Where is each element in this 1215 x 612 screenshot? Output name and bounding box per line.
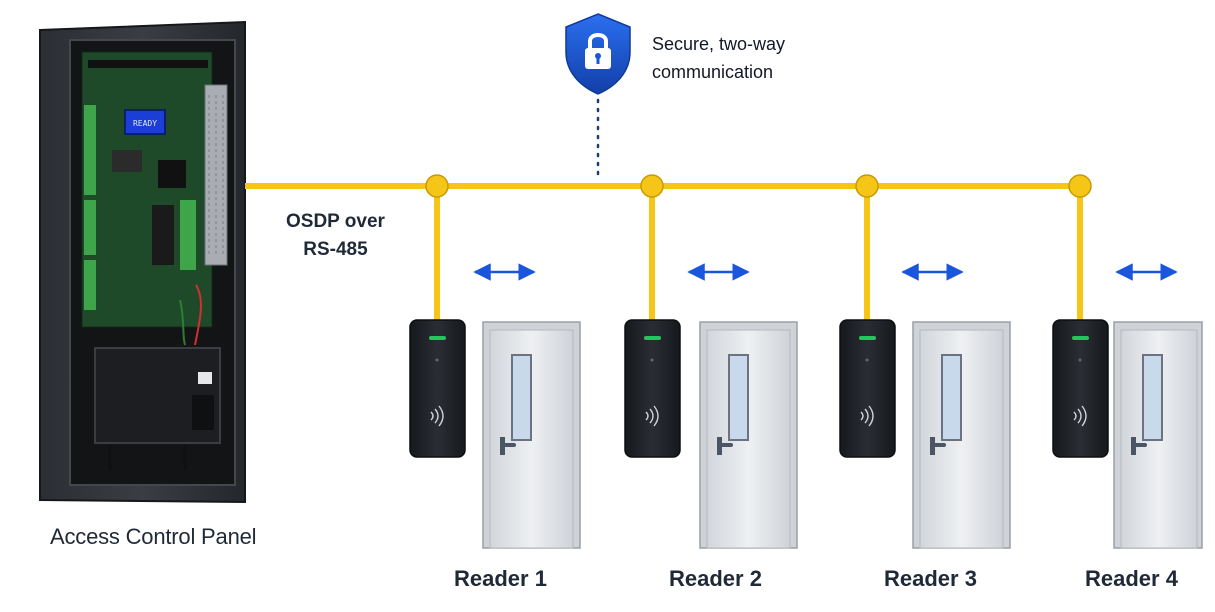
reader-label-4: Reader 4 bbox=[1085, 566, 1178, 591]
rs485-bus bbox=[245, 174, 1092, 325]
door-handle bbox=[500, 443, 516, 447]
contactless-icon bbox=[645, 405, 659, 427]
card-reader-2 bbox=[624, 319, 681, 458]
access-control-panel: READY bbox=[39, 20, 246, 504]
reader-label-2: Reader 2 bbox=[669, 566, 762, 591]
door-handle bbox=[930, 443, 946, 447]
panel-lcd-text: READY bbox=[133, 119, 157, 128]
door-1 bbox=[482, 321, 581, 549]
panel-label: Access Control Panel bbox=[50, 524, 257, 549]
security-caption-line2: communication bbox=[652, 62, 774, 82]
led-indicator bbox=[859, 336, 876, 340]
lock-shield-icon bbox=[565, 13, 631, 95]
door-2 bbox=[699, 321, 798, 549]
bus-protocol-line1: OSDP over bbox=[286, 211, 385, 232]
door-window bbox=[728, 354, 749, 441]
reader-label-1: Reader 1 bbox=[454, 566, 547, 591]
led-indicator bbox=[1072, 336, 1089, 340]
card-reader-4 bbox=[1052, 319, 1109, 458]
door-handle bbox=[717, 443, 733, 447]
reader-label-3: Reader 3 bbox=[884, 566, 977, 591]
contactless-icon bbox=[430, 405, 444, 427]
door-window bbox=[941, 354, 962, 441]
bus-node-1 bbox=[425, 174, 449, 198]
card-reader-3 bbox=[839, 319, 896, 458]
door-3 bbox=[912, 321, 1011, 549]
led-indicator bbox=[429, 336, 446, 340]
bus-node-3 bbox=[855, 174, 879, 198]
bus-node-2 bbox=[640, 174, 664, 198]
card-reader-1 bbox=[409, 319, 466, 458]
contactless-icon bbox=[860, 405, 874, 427]
bus-protocol-line2: RS-485 bbox=[303, 239, 368, 260]
security-caption: Secure, two-way communication bbox=[652, 30, 785, 86]
bus-node-4 bbox=[1068, 174, 1092, 198]
door-4 bbox=[1113, 321, 1203, 549]
door-window bbox=[1142, 354, 1163, 441]
circuit-board bbox=[81, 51, 213, 328]
security-caption-line1: Secure, two-way bbox=[652, 34, 786, 54]
led-indicator bbox=[644, 336, 661, 340]
door-handle bbox=[1131, 443, 1147, 447]
bus-protocol-label: OSDP over RS-485 bbox=[286, 208, 385, 264]
panel-lcd bbox=[124, 109, 166, 135]
contactless-icon bbox=[1073, 405, 1087, 427]
door-window bbox=[511, 354, 532, 441]
